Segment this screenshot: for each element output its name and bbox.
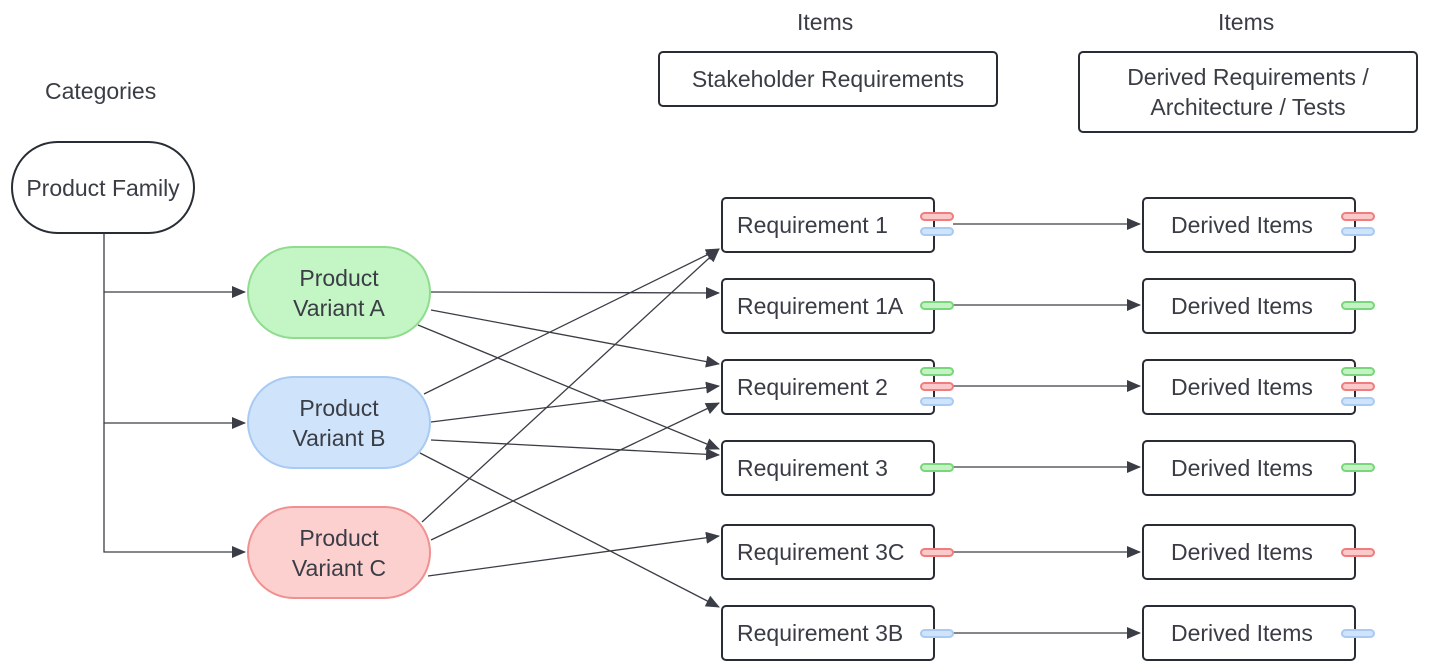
requirement-3b-node: Requirement 3B — [721, 605, 935, 661]
stakeholder-requirements-label: Stakeholder Requirements — [691, 66, 965, 92]
derived-3-tag-green — [1341, 366, 1375, 376]
requirement-5-tag-red — [920, 547, 954, 557]
requirement-4-tag-green — [920, 462, 954, 472]
requirement-1-tag-red — [920, 212, 954, 221]
requirement-2-tag-green — [920, 300, 954, 310]
derived-items-label-5: Derived Items — [1171, 539, 1313, 565]
derived-items-label-1: Derived Items — [1171, 212, 1313, 238]
requirement-6-tag-blue — [920, 628, 954, 638]
product-family-node: Product Family — [11, 141, 195, 234]
variant-b-line1: Product — [299, 394, 379, 421]
derived-4-tag-green — [1341, 462, 1375, 472]
requirement-3-tag-blue — [920, 396, 954, 406]
derived-1-tag-red — [1341, 212, 1375, 221]
derived-items-node-5: Derived Items — [1142, 524, 1356, 580]
derived-items-label-3: Derived Items — [1171, 374, 1313, 400]
link-variant-a-to-req-2 — [430, 309, 720, 368]
items-header-stakeholder: Items — [797, 9, 854, 35]
variant-c-line2: Variant C — [291, 554, 387, 581]
derived-items-label-2: Derived Items — [1171, 293, 1313, 319]
product-variant-c-node: Product Variant C — [247, 506, 431, 599]
requirement-1a-label: Requirement 1A — [737, 293, 904, 319]
requirement-3-node: Requirement 3 — [721, 440, 935, 496]
derived-items-node-6: Derived Items — [1142, 605, 1356, 661]
link-variant-b-to-req-2 — [430, 381, 720, 423]
derived-header-line2: Architecture / Tests — [1150, 94, 1346, 120]
derived-5-tag-red — [1341, 547, 1375, 557]
product-variant-b-node: Product Variant B — [247, 376, 431, 469]
link-variant-c-to-req-1 — [421, 248, 720, 523]
derived-3-tag-blue — [1341, 396, 1375, 406]
requirement-1-tag-blue — [920, 227, 954, 236]
stakeholder-requirements-column-header: Stakeholder Requirements — [658, 51, 998, 107]
connector-family-variant-b — [103, 292, 246, 429]
derived-2-tag-green — [1341, 300, 1375, 310]
requirement-1-label: Requirement 1 — [737, 212, 888, 238]
derived-items-label-6: Derived Items — [1171, 620, 1313, 646]
derived-items-node-4: Derived Items — [1142, 440, 1356, 496]
requirement-2-node: Requirement 2 — [721, 359, 935, 415]
requirement-2-label: Requirement 2 — [737, 374, 888, 400]
variant-requirement-links — [417, 248, 720, 608]
requirement-3b-label: Requirement 3B — [737, 620, 904, 646]
link-variant-b-to-req-1 — [423, 248, 720, 395]
variant-c-line1: Product — [299, 524, 379, 551]
derived-requirements-column-header: Derived Requirements / Architecture / Te… — [1078, 51, 1418, 133]
requirement-1a-node: Requirement 1A — [721, 278, 935, 334]
link-variant-c-to-req-2 — [430, 402, 720, 541]
requirement-3c-node: Requirement 3C — [721, 524, 935, 580]
derived-6-tag-blue — [1341, 628, 1375, 638]
derived-items-node-1: Derived Items — [1142, 197, 1356, 253]
link-variant-a-to-req-1a — [430, 286, 720, 299]
requirement-3-tag-green — [920, 366, 954, 376]
items-header-derived: Items — [1218, 9, 1275, 35]
categories-header: Categories — [45, 78, 157, 104]
requirement-1-node: Requirement 1 — [721, 197, 935, 253]
variant-a-line1: Product — [299, 264, 379, 291]
derived-items-node-2: Derived Items — [1142, 278, 1356, 334]
requirement-3c-label: Requirement 3C — [737, 539, 905, 565]
requirement-3-label: Requirement 3 — [737, 455, 888, 481]
derived-items-node-3: Derived Items — [1142, 359, 1356, 415]
link-variant-c-to-req-3c — [427, 531, 720, 577]
connector-family-variant-c — [103, 423, 246, 558]
product-variant-a-node: Product Variant A — [247, 246, 431, 339]
connector-family-variant-a — [103, 234, 246, 298]
variant-b-line2: Variant B — [292, 424, 386, 451]
requirement-3-tag-red — [920, 381, 954, 391]
link-variant-b-to-req-3b — [419, 452, 720, 608]
product-family-label: Product Family — [26, 174, 180, 201]
derived-items-label-4: Derived Items — [1171, 455, 1313, 481]
variant-a-line2: Variant A — [293, 294, 385, 321]
derived-1-tag-blue — [1341, 227, 1375, 236]
requirement-derived-links — [953, 218, 1141, 639]
derived-3-tag-red — [1341, 381, 1375, 391]
link-variant-b-to-req-3 — [430, 439, 720, 461]
derived-header-line1: Derived Requirements / — [1127, 64, 1369, 90]
